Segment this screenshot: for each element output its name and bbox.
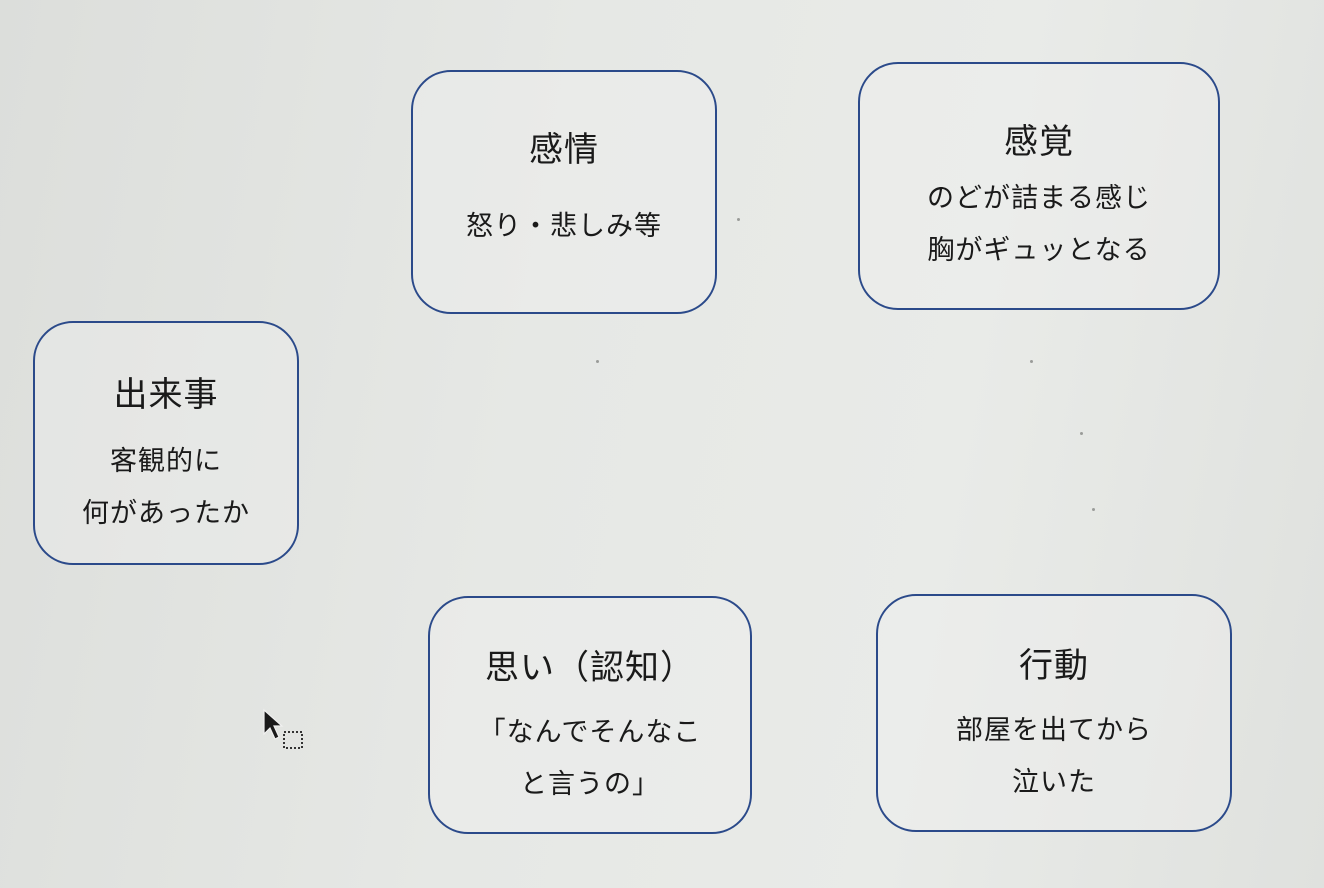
arrow-copy-cursor-icon bbox=[263, 708, 303, 749]
emotion-body: 怒り・悲しみ等 bbox=[466, 201, 662, 254]
emotion-box[interactable]: 感情 怒り・悲しみ等 bbox=[411, 70, 717, 314]
action-body: 部屋を出てから 泣いた bbox=[956, 705, 1152, 810]
action-title: 行動 bbox=[1019, 646, 1089, 686]
event-line-2: 何があったか bbox=[82, 498, 250, 530]
emotion-title: 感情 bbox=[529, 130, 599, 170]
thought-line-2: と言うの」 bbox=[520, 769, 660, 801]
sensation-title: 感覚 bbox=[1004, 122, 1074, 162]
event-box[interactable]: 出来事 客観的に 何があったか bbox=[33, 321, 299, 565]
screen-speck bbox=[1092, 508, 1095, 511]
screen-speck bbox=[1030, 360, 1033, 363]
sensation-line-2: 胸がギュッとなる bbox=[927, 235, 1151, 267]
thought-box[interactable]: 思い（認知） 「なんでそんなこ と言うの」 bbox=[428, 596, 752, 834]
event-title: 出来事 bbox=[113, 375, 219, 415]
sensation-body: のどが詰まる感じ 胸がギュッとなる bbox=[927, 173, 1151, 278]
action-line-2: 泣いた bbox=[1012, 767, 1096, 799]
sensation-box[interactable]: 感覚 のどが詰まる感じ 胸がギュッとなる bbox=[858, 62, 1220, 310]
sensation-line-1: のどが詰まる感じ bbox=[927, 182, 1151, 214]
event-line-1: 客観的に bbox=[110, 445, 222, 477]
screen-speck bbox=[596, 360, 599, 363]
action-box[interactable]: 行動 部屋を出てから 泣いた bbox=[876, 594, 1232, 832]
action-line-1: 部屋を出てから bbox=[956, 714, 1152, 746]
thought-line-1: 「なんでそんなこ bbox=[478, 716, 702, 748]
event-body: 客観的に 何があったか bbox=[82, 436, 250, 541]
screen-speck bbox=[737, 218, 740, 221]
thought-body: 「なんでそんなこ と言うの」 bbox=[479, 707, 702, 812]
thought-title: 思い（認知） bbox=[485, 648, 695, 688]
screen-speck bbox=[1080, 432, 1083, 435]
emotion-line-1: 怒り・悲しみ等 bbox=[466, 210, 662, 242]
